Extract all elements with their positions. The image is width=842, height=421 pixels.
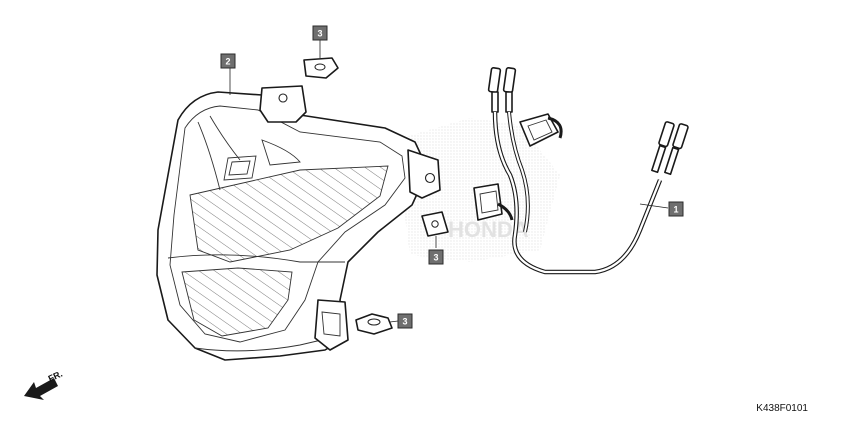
front-label: FR.: [47, 369, 64, 384]
leader-part-3c: [389, 320, 399, 323]
clip-nut-bottom: [355, 313, 393, 335]
callout-part-3c: 3: [397, 313, 413, 329]
leader-part-1: [639, 203, 669, 209]
callout-part-3a: 3: [312, 25, 328, 41]
wire-harness: [473, 67, 689, 275]
callout-part-3b: 3: [428, 249, 444, 265]
callout-label-3b: 3: [433, 253, 438, 263]
callout-part-2: 2: [220, 53, 236, 69]
front-direction-indicator: FR.: [24, 369, 64, 400]
headlight-assembly: [156, 85, 441, 361]
callout-part-1: 1: [668, 201, 684, 217]
clip-nut-middle: [421, 211, 449, 237]
callout-label-3a: 3: [317, 29, 322, 39]
callout-label-2: 2: [225, 57, 230, 67]
clip-nut-top: [303, 57, 339, 79]
diagram-code: K438F0101: [756, 403, 808, 414]
front-arrow-icon: [24, 378, 58, 400]
callout-label-1: 1: [673, 205, 678, 215]
callout-label-3c: 3: [402, 317, 407, 327]
